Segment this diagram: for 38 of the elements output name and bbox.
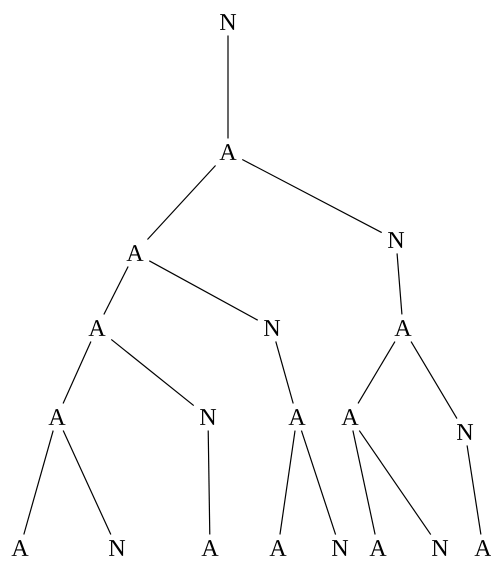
tree-node-label: N bbox=[264, 320, 280, 336]
tree-branch bbox=[396, 253, 403, 315]
tree-node-label: N bbox=[332, 540, 348, 556]
tree-node-label: A bbox=[288, 409, 306, 425]
tree-node-label: A bbox=[12, 540, 28, 556]
tree-branch bbox=[227, 35, 229, 138]
tree-branch bbox=[358, 341, 396, 404]
tree-branch bbox=[242, 158, 382, 234]
tree-branch bbox=[62, 341, 92, 404]
tree-branch bbox=[466, 445, 482, 535]
tree-branch bbox=[410, 341, 458, 419]
tree-node-label: A bbox=[202, 540, 218, 556]
tree-node-label: N bbox=[388, 232, 404, 248]
tree-branch bbox=[147, 165, 216, 240]
tree-node-label: A bbox=[370, 540, 386, 556]
tree-node-label: A bbox=[48, 409, 66, 425]
tree-branch bbox=[352, 430, 376, 535]
tree-node-label: A bbox=[270, 540, 286, 556]
tree-node-label: A bbox=[220, 144, 236, 160]
tree-branch bbox=[358, 430, 432, 535]
tree-branch bbox=[23, 430, 54, 535]
tree-node-label: A bbox=[88, 320, 106, 336]
tree-node-label: N bbox=[457, 424, 474, 440]
tree-node-label: N bbox=[109, 540, 126, 556]
tree-branch bbox=[110, 338, 194, 406]
tree-node-label: N bbox=[200, 409, 216, 425]
tree-branch bbox=[148, 260, 258, 321]
tree-branch bbox=[208, 430, 210, 534]
tree-branch bbox=[279, 430, 296, 535]
tree-branch bbox=[275, 341, 294, 404]
tree-node-label: N bbox=[432, 540, 448, 556]
tree-branch bbox=[62, 430, 112, 535]
tree-node-label: N bbox=[220, 14, 236, 30]
tree-branch bbox=[103, 266, 129, 315]
tree-node-label: A bbox=[126, 245, 144, 261]
tree-node-label: A bbox=[342, 409, 358, 425]
tree-branch bbox=[300, 430, 336, 535]
tree-node-label: A bbox=[394, 320, 412, 336]
